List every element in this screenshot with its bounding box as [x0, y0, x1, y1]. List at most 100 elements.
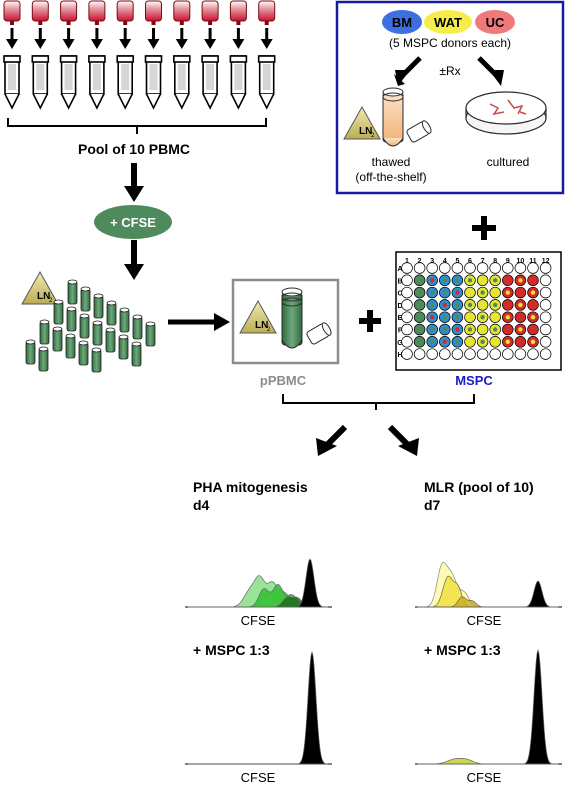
- histogram-peak: [188, 558, 329, 608]
- plate-well: [539, 286, 552, 299]
- aliquot-tube: [66, 306, 77, 332]
- aliquot-tube: [92, 320, 103, 346]
- wat-label: WAT: [434, 15, 462, 30]
- pha-title: PHA mitogenesis: [193, 479, 308, 495]
- aliquot-tube: [80, 286, 91, 312]
- aliquot-tube: [145, 321, 156, 347]
- plate-well: [413, 311, 426, 323]
- arrow-to-mlr-head: [398, 438, 419, 456]
- plate-well: [502, 286, 514, 299]
- plate-well: [439, 274, 451, 287]
- plate-row-label: G: [397, 340, 403, 347]
- histogram-peak: [418, 580, 558, 608]
- plate-well: [476, 336, 489, 348]
- plate-well: [426, 286, 438, 299]
- combine-bracket: [282, 394, 475, 410]
- pha-top-xlabel: CFSE: [241, 613, 276, 628]
- rx-label: ±Rx: [439, 64, 460, 78]
- blood-bag-9: [229, 0, 248, 110]
- plate-col-label: 9: [506, 258, 510, 265]
- plate-well: [439, 336, 451, 348]
- blood-bag-10: [257, 0, 276, 110]
- pPBMC-tube: [281, 287, 332, 349]
- ln2-triangle-left: LN 2: [21, 270, 59, 305]
- plate-well: [451, 311, 464, 323]
- aliquot-tube: [39, 319, 50, 345]
- plate-well: [413, 299, 426, 311]
- plate-well: [413, 262, 426, 274]
- plate-col-label: 2: [418, 258, 422, 265]
- svg-text:LN: LN: [255, 320, 268, 331]
- blood-bag-7: [173, 0, 191, 110]
- plate-well: [464, 286, 476, 299]
- plate-well: [527, 262, 539, 274]
- cultured-label: cultured: [487, 155, 530, 169]
- bm-ellipse: [382, 10, 422, 34]
- blood-bag-1: [3, 0, 21, 110]
- plate-well: [514, 311, 527, 323]
- aliquot-tube: [105, 327, 116, 353]
- plate-well: [426, 262, 438, 274]
- panel-pha-bottom: + MSPC 1:3 CFSE: [185, 642, 332, 785]
- plate-well: [451, 323, 464, 336]
- plate-col-label: 1: [405, 258, 409, 265]
- pha-day: d4: [193, 497, 210, 513]
- plate-well: [413, 274, 426, 287]
- plate-well: [439, 323, 451, 336]
- arrow-to-thawed-head: [394, 70, 410, 86]
- plate-well: [502, 311, 514, 323]
- plate-col-label: 3: [430, 258, 434, 265]
- plate-well: [476, 286, 489, 299]
- plate-well: [527, 323, 539, 336]
- plate-well: [476, 262, 489, 274]
- plate-well: [527, 286, 539, 299]
- plus-sign-top: [472, 216, 496, 240]
- plate-well: [464, 348, 476, 360]
- plate-well: [476, 274, 489, 287]
- plate-well: [527, 299, 539, 311]
- plate-well: [439, 286, 451, 299]
- plate-well: [489, 299, 501, 311]
- pool-label: Pool of 10 PBMC: [78, 141, 190, 157]
- plate-well: [539, 262, 552, 274]
- plate-well: [464, 311, 476, 323]
- blood-bag-4: [88, 0, 106, 110]
- donors-label: (5 MSPC donors each): [389, 36, 511, 50]
- plate-well: [489, 262, 501, 274]
- plate-well: [451, 286, 464, 299]
- plate-well: [514, 286, 527, 299]
- aliquot-tube: [79, 313, 90, 339]
- cfse-stain-label: + CFSE: [110, 215, 156, 230]
- svg-text:LN: LN: [359, 126, 372, 137]
- plate-well: [426, 274, 438, 287]
- svg-text:2: 2: [267, 327, 271, 333]
- plate-well: [464, 274, 476, 287]
- ln2-triangle-mspc: LN 2: [343, 105, 381, 140]
- plate-well: [489, 311, 501, 323]
- aliquot-tube: [67, 279, 78, 305]
- arrow-to-pha-head: [316, 438, 337, 456]
- plate-well: [502, 323, 514, 336]
- plate-well: [426, 323, 438, 336]
- plate-row-label: F: [398, 328, 403, 335]
- plate-well: [489, 348, 501, 360]
- svg-text:2: 2: [371, 133, 375, 139]
- blood-bags-row: [3, 0, 276, 110]
- aliquot-tube: [93, 293, 104, 319]
- plate-row-label: A: [397, 266, 402, 273]
- plate-well: [514, 274, 527, 287]
- plate-well: [539, 323, 552, 336]
- cfse-stain-ellipse: [94, 205, 172, 239]
- plate-well: [451, 336, 464, 348]
- plate-well: [401, 336, 413, 348]
- aliquot-tube: [52, 326, 63, 352]
- plate-well: [413, 348, 426, 360]
- wat-ellipse: [424, 10, 472, 34]
- histogram-peak: [188, 650, 329, 765]
- plate-well: [514, 348, 527, 360]
- plate-well: [464, 262, 476, 274]
- histogram-peak: [418, 648, 559, 765]
- plate-col-label: 4: [443, 258, 447, 265]
- plate-well: [439, 262, 451, 274]
